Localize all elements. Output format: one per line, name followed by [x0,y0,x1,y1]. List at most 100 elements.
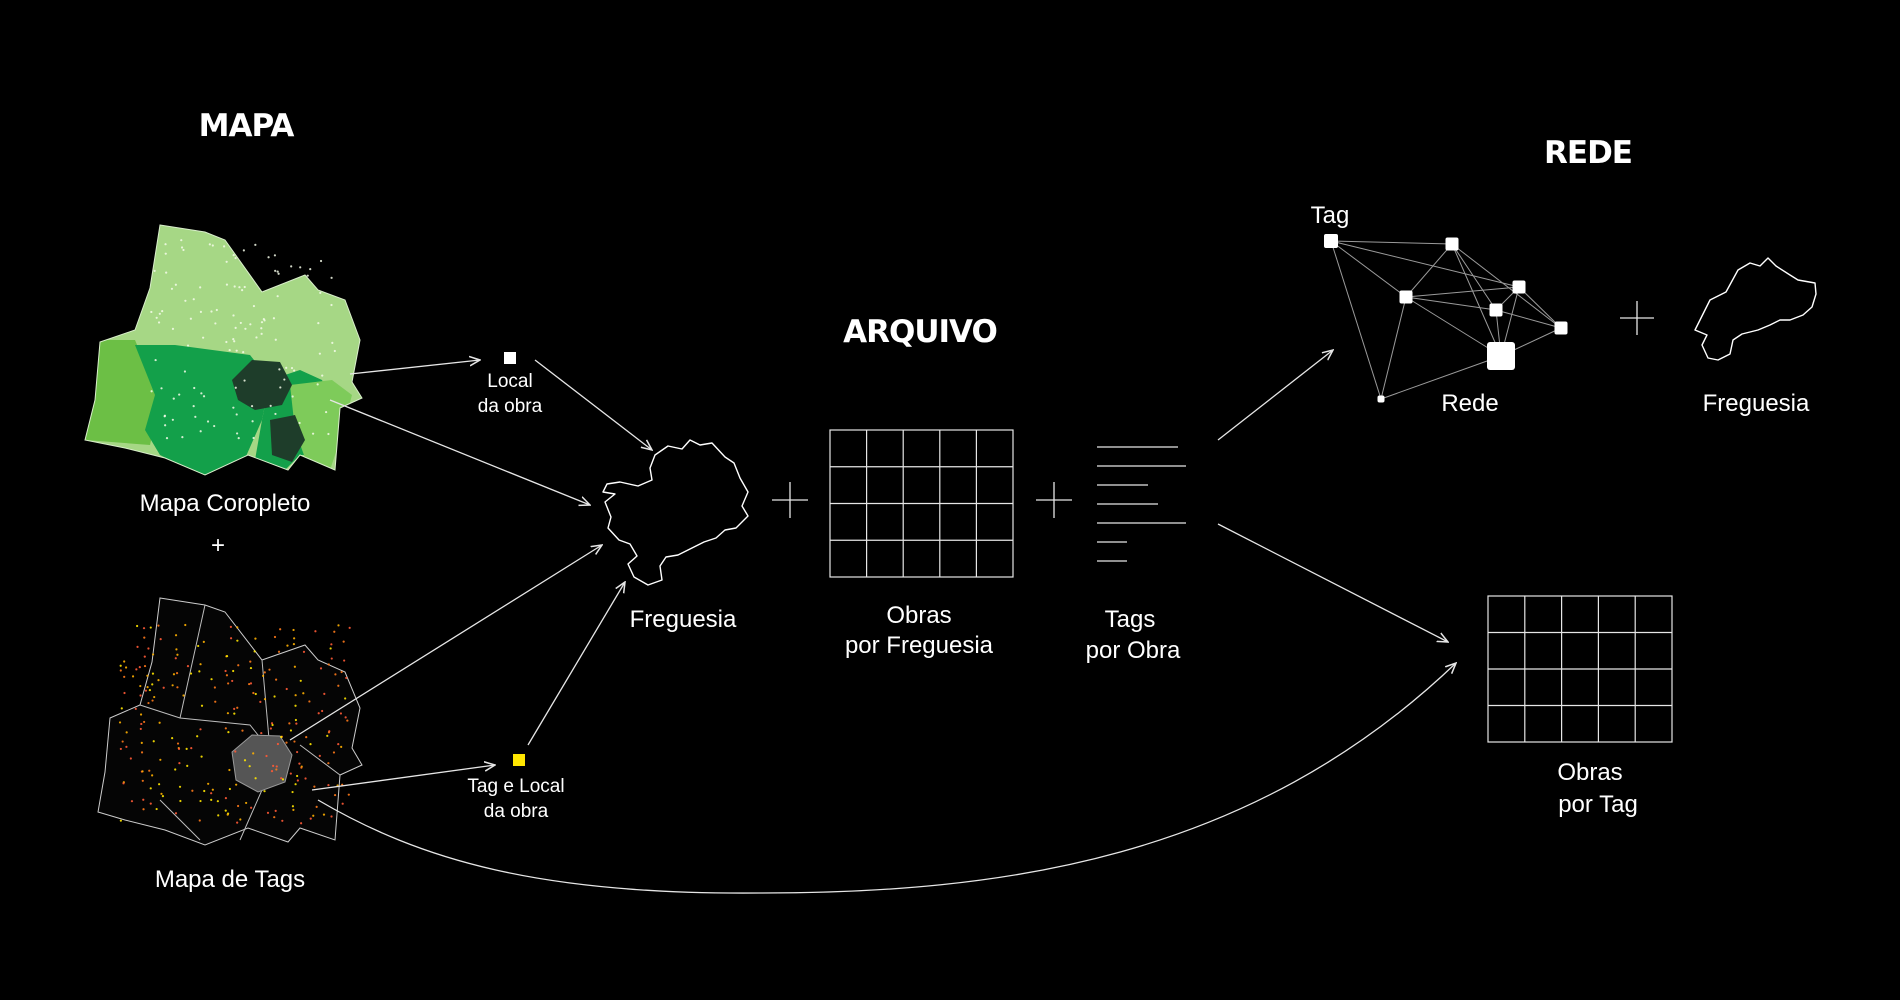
network-edge [1405,296,1497,311]
tag-dot [293,637,296,640]
choropleth-dot [232,338,235,341]
tag-dot [225,654,229,658]
tag-dot [151,774,154,777]
choropleth-dot [319,259,323,263]
freguesia-outline-right [1694,257,1817,361]
choropleth-dot [251,420,254,423]
choropleth-dot [318,352,321,355]
choropleth-dot [327,432,330,436]
tag-dot [202,640,205,644]
choropleth-dot [317,322,320,325]
tag-dot [330,815,333,818]
network-edge [1330,240,1520,288]
tag-dot [254,692,257,696]
choropleth-dot [272,317,276,320]
tag-dot [345,676,348,680]
choropleth-dot [155,316,158,319]
choropleth-dot [225,260,228,263]
tag-dot [337,743,340,746]
choropleth-dot [150,310,153,314]
tag-dot [139,684,142,688]
tag-dot [140,751,144,754]
choropleth-dot [269,404,272,408]
tag-dot [199,663,202,666]
tag-dot [273,816,276,819]
tag-dot [236,706,239,709]
tag-dot [210,678,213,681]
arrow-taglocal-to-freguesia [527,582,625,746]
network-node [1487,342,1515,370]
tag-dot [171,737,174,740]
choropleth-dot [199,286,202,289]
tag-dot [186,664,190,668]
tag-dot [248,682,251,686]
tag-dot [142,627,146,630]
tag-dot [149,802,152,805]
tag-dot [196,735,199,738]
tag-dot [273,695,276,698]
tag-local-marker [513,754,525,766]
tag-dot [340,670,343,674]
tag-dot [231,679,234,683]
tag-dot [327,762,330,765]
choropleth-dot [172,397,175,400]
choropleth-dot [171,327,175,330]
network-edge [1451,243,1497,311]
tag-dot [340,745,343,748]
tag-dot [140,741,143,745]
tag-dot [148,769,151,772]
tag-dot [213,686,216,689]
tag-dot [226,813,229,816]
tag-dot [140,722,143,726]
choropleth-dot [161,310,164,313]
tag-dot [214,700,217,703]
tag-dot [337,684,340,687]
choropleth-dot [181,436,184,439]
tag-dot [125,731,128,734]
choropleth-dot [211,244,214,247]
network-node [1489,303,1503,317]
tag-dot [289,729,293,732]
tag-dot [147,701,150,705]
tag-dot [176,742,180,745]
tag-dot [198,819,201,822]
tag-dot [229,637,233,640]
choropleth-dot [189,317,192,320]
network-node [1377,395,1385,403]
tag-dot [146,674,149,677]
tag-dot [265,754,268,758]
tag-dot [249,666,253,670]
choropleth-dot [243,285,246,289]
choropleth-dot [193,386,196,390]
choropleth-dot [206,420,210,423]
network-edge [1405,296,1502,357]
tag-dot [158,783,161,786]
tag-dot [175,648,178,651]
tag-dot [269,727,273,730]
tag-dot [119,819,122,822]
choropleth-dot [192,298,195,301]
arrow-curve-to-obras-tag [317,663,1456,894]
tag-dot [341,802,344,805]
choropleth-dot [223,245,226,248]
tags-por-obra-lines [1097,446,1186,562]
tag-dot [274,809,277,812]
choropleth-dot [234,386,237,389]
choropleth-dot [274,338,277,341]
choropleth-dot [215,308,218,312]
tag-dot [229,625,233,628]
tag-dot [178,785,182,788]
choropleth-dot [299,266,302,269]
choropleth-dot [290,366,294,370]
tag-dot [217,814,220,817]
choropleth-dot [267,256,270,259]
choropleth-dot [276,295,279,298]
tag-dot [228,768,231,772]
tag-dot [334,673,337,676]
tag-dot [234,750,237,753]
tag-dot [302,650,306,653]
tag-dot [178,762,181,765]
tag-dot [294,718,298,722]
choropleth-dot [180,246,184,249]
network-node [1554,321,1568,335]
